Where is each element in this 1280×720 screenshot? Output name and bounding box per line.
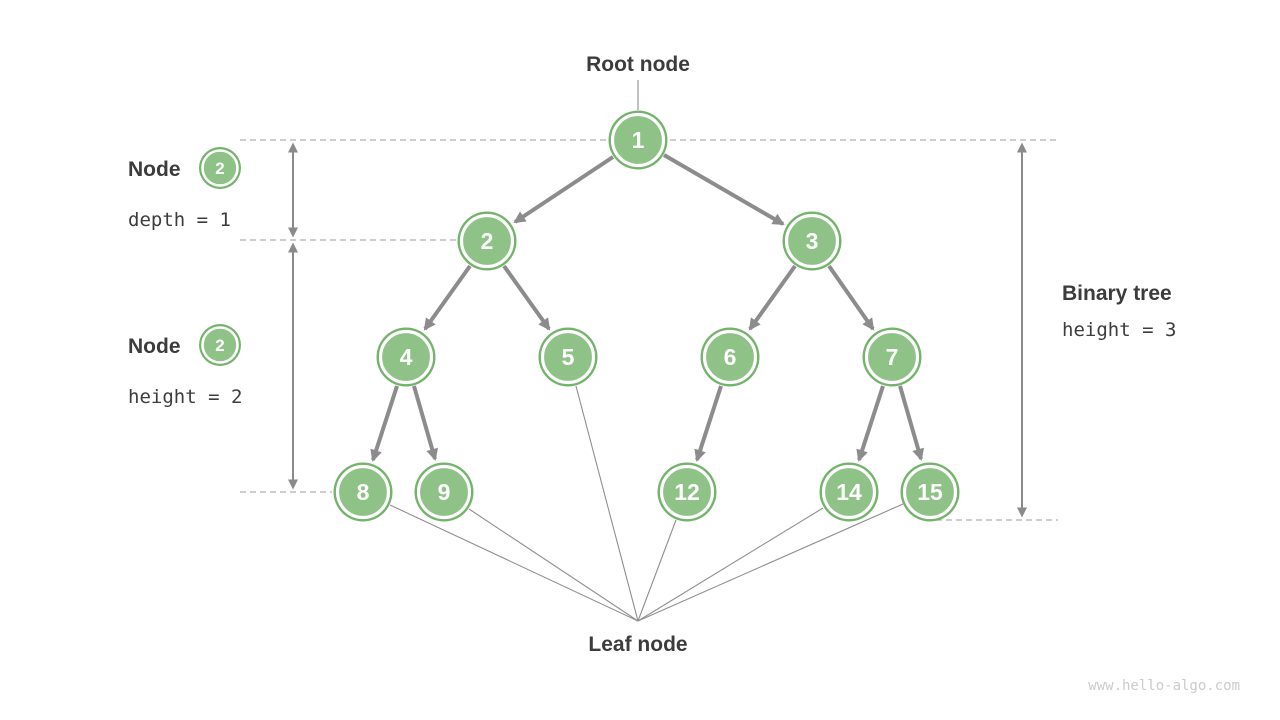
node-disc bbox=[784, 213, 840, 269]
height-value-label: height = 2 bbox=[128, 386, 242, 408]
tree-node-value: 7 bbox=[886, 344, 899, 370]
leaf-pointer-line-14 bbox=[637, 507, 824, 622]
node-depth-annotation: Node 2 depth = 1 bbox=[128, 147, 241, 231]
watermark: www.hello-algo.com bbox=[1088, 678, 1240, 694]
node-badge-height: 2 bbox=[199, 324, 241, 366]
tree-node-15: 15 bbox=[900, 462, 960, 522]
node-disc bbox=[821, 464, 877, 520]
tree-node-1: 1 bbox=[608, 110, 668, 170]
tree-node-value: 5 bbox=[562, 344, 575, 370]
tree-node-value: 2 bbox=[481, 228, 494, 254]
tree-node-6: 6 bbox=[700, 327, 760, 387]
tree-edge-7-15 bbox=[898, 385, 925, 461]
tree-edge-7-14 bbox=[856, 385, 885, 462]
node-height-title: Node bbox=[128, 335, 181, 358]
node-disc bbox=[335, 464, 391, 520]
tree-node-8: 8 bbox=[333, 462, 393, 522]
tree-height-value-label: height = 3 bbox=[1062, 319, 1176, 341]
tree-node-4: 4 bbox=[376, 327, 436, 387]
tree-node-value: 9 bbox=[438, 479, 451, 505]
leaf-pointer-lines bbox=[389, 385, 904, 622]
tree-node-14: 14 bbox=[819, 462, 879, 522]
node-depth-title: Node bbox=[128, 158, 181, 181]
depth-value-label: depth = 1 bbox=[128, 209, 231, 231]
leaf-pointer-line-8 bbox=[389, 504, 639, 622]
tree-edge-1-3 bbox=[662, 153, 785, 226]
node-disc bbox=[610, 112, 666, 168]
tree-node-3: 3 bbox=[782, 211, 842, 271]
tree-edges bbox=[370, 153, 925, 462]
tree-edge-6-12 bbox=[694, 385, 723, 462]
tree-node-value: 12 bbox=[674, 479, 700, 505]
tree-nodes: 1 2 3 4 5 6 7 bbox=[333, 110, 960, 522]
node-disc bbox=[540, 329, 596, 385]
leaf-pointer-line-9 bbox=[468, 508, 639, 622]
tree-node-value: 14 bbox=[836, 479, 862, 505]
badge-disc bbox=[201, 149, 239, 187]
node-disc bbox=[659, 464, 715, 520]
leaf-pointer-line-5 bbox=[575, 385, 639, 622]
tree-node-value: 6 bbox=[724, 344, 737, 370]
tree-node-value: 1 bbox=[632, 127, 645, 153]
tree-edge-3-6 bbox=[748, 264, 797, 331]
tree-edge-3-7 bbox=[827, 264, 875, 331]
tree-node-value: 4 bbox=[400, 344, 413, 370]
node-badge-depth: 2 bbox=[199, 147, 241, 189]
tree-edge-4-8 bbox=[370, 385, 399, 462]
tree-edge-1-2 bbox=[513, 155, 615, 224]
node-disc bbox=[902, 464, 958, 520]
badge-disc bbox=[201, 326, 239, 364]
node-disc bbox=[459, 213, 515, 269]
root-node-label: Root node bbox=[586, 53, 690, 76]
tree-node-value: 8 bbox=[357, 479, 370, 505]
binary-tree-title: Binary tree bbox=[1062, 282, 1172, 305]
tree-node-12: 12 bbox=[657, 462, 717, 522]
tree-node-5: 5 bbox=[538, 327, 598, 387]
node-disc bbox=[864, 329, 920, 385]
node-disc bbox=[416, 464, 472, 520]
tree-edge-4-9 bbox=[412, 385, 439, 461]
badge-value: 2 bbox=[215, 159, 224, 178]
leaf-node-label: Leaf node bbox=[588, 633, 687, 656]
tree-node-7: 7 bbox=[862, 327, 922, 387]
tree-node-value: 3 bbox=[806, 228, 819, 254]
leaf-pointer-line-12 bbox=[637, 519, 677, 622]
tree-edge-2-5 bbox=[502, 264, 551, 331]
badge-value: 2 bbox=[215, 336, 224, 355]
tree-node-9: 9 bbox=[414, 462, 474, 522]
node-disc bbox=[378, 329, 434, 385]
tree-edge-2-4 bbox=[423, 264, 472, 331]
leaf-pointer-line-15 bbox=[637, 503, 904, 622]
node-disc bbox=[702, 329, 758, 385]
tree-node-2: 2 bbox=[457, 211, 517, 271]
binary-tree-annotation: Binary tree height = 3 bbox=[1062, 282, 1176, 341]
tree-node-value: 15 bbox=[917, 479, 943, 505]
node-height-annotation: Node 2 height = 2 bbox=[128, 324, 242, 408]
